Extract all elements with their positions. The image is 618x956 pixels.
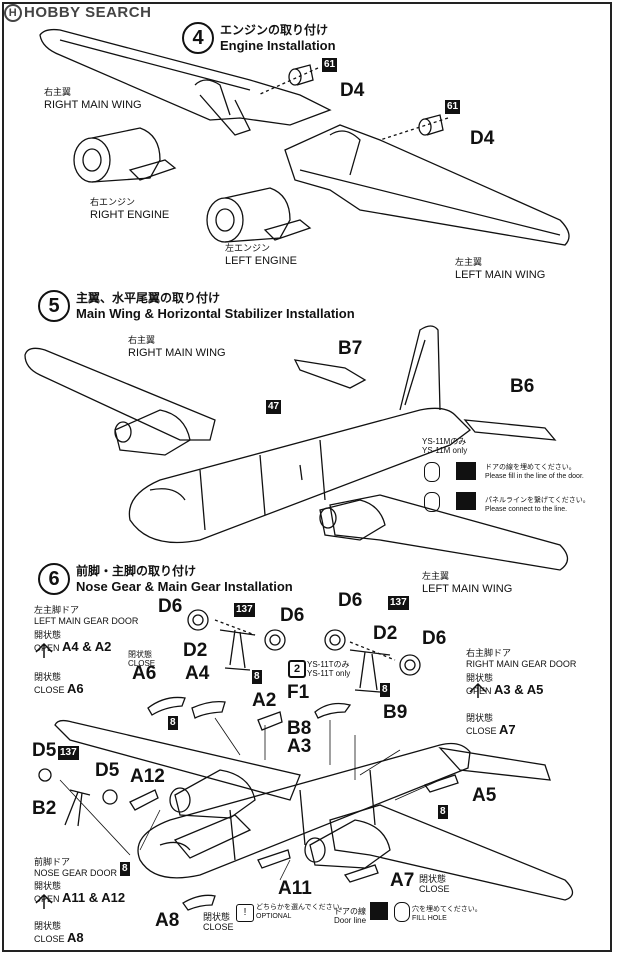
badge-137-left: 137 [234, 603, 255, 617]
badge-8-nose: 8 [120, 862, 130, 876]
step-title-en: Nose Gear & Main Gear Installation [76, 579, 293, 594]
step4-d4-part-lower [379, 114, 449, 141]
badge-8-a5: 8 [438, 805, 448, 819]
part-b8: B8 [287, 718, 312, 739]
step4-d4-part-upper [257, 64, 319, 96]
option-2-icon: 2 [288, 660, 306, 678]
part-b2: B2 [32, 798, 57, 819]
panel-line-icon [424, 492, 440, 512]
step6-engines [169, 769, 391, 869]
step4-right-wing [39, 28, 332, 136]
door-line-icon [370, 902, 388, 920]
panel-line-sample-icon [456, 492, 476, 510]
step4-part-d4-upper: D4 [340, 80, 365, 101]
step5-door-note: ドアの線を埋めてください。Please fill in the line of … [485, 464, 584, 480]
step5-part-b7: B7 [338, 338, 363, 359]
step5-fuselage [128, 407, 471, 544]
fill-hole-note: 穴を埋めてください。FILL HOLE [412, 906, 482, 922]
badge-137-nose: 137 [58, 746, 79, 760]
part-d2-left: D2 [183, 640, 208, 661]
step6-wings [54, 719, 574, 901]
part-d6-right: D6 [338, 590, 363, 611]
part-a4: A4 [185, 663, 210, 684]
door-fill-sample-icon [456, 462, 476, 480]
step-number: 5 [38, 290, 70, 322]
step6-fuselage [137, 742, 471, 879]
step5-right-wing [24, 347, 216, 456]
badge-137-right: 137 [388, 596, 409, 610]
arrow-icons [35, 642, 487, 909]
part-a11: A11 [278, 878, 312, 899]
part-b9: B9 [383, 702, 408, 723]
step6-leader-lines [59, 717, 441, 881]
step-title-jp: 前脚・主脚の取り付け [76, 564, 197, 578]
step6-gear-struts [64, 619, 396, 827]
step5-panel-note: パネルラインを繋げてください。Please connect to the lin… [485, 497, 590, 513]
step5-badge-47: 47 [266, 400, 282, 414]
step4-badge-61-upper: 61 [322, 58, 338, 72]
step-title-en: Main Wing & Horizontal Stabilizer Instal… [76, 306, 355, 321]
step-number: 4 [182, 22, 214, 54]
part-a6: A6 [132, 663, 157, 684]
step4-left-wing [284, 124, 570, 246]
step-title-jp: 主翼、水平尾翼の取り付け [76, 291, 221, 305]
badge-8-right-gear: 8 [380, 683, 390, 697]
part-a2: A2 [252, 690, 277, 711]
part-d6-left: D6 [158, 596, 183, 617]
part-a7: A7 [390, 870, 415, 891]
fill-hole-icon [394, 902, 410, 922]
logo-icon: H [4, 4, 22, 23]
step5-stabilizers [293, 359, 557, 441]
part-a12: A12 [130, 766, 165, 787]
part-d5-2: D5 [95, 760, 120, 781]
step4-left-engine [206, 187, 312, 243]
step-title-en: Engine Installation [220, 38, 336, 53]
step5-tail [399, 325, 441, 411]
step6-doors [129, 696, 459, 911]
step4-badge-61-lower: 61 [445, 100, 461, 114]
optional-note: どちらかを選んでください。OPTIONAL [256, 904, 347, 920]
door-fill-icon [424, 462, 440, 482]
step5-part-b6: B6 [510, 376, 535, 397]
part-a5: A5 [472, 785, 497, 806]
part-d6-left-2: D6 [280, 605, 305, 626]
badge-8-left-gear: 8 [252, 670, 262, 684]
step5-left-wing [319, 494, 569, 571]
part-d2-right: D2 [373, 623, 398, 644]
part-d6-right-2: D6 [422, 628, 447, 649]
part-a8: A8 [155, 910, 180, 931]
optional-icon: ! [236, 904, 254, 922]
part-a3: A3 [287, 736, 312, 757]
step6-wheels [38, 609, 421, 805]
step6-tail [438, 747, 551, 781]
part-f1: F1 [287, 682, 310, 703]
step4-part-d4-lower: D4 [470, 128, 495, 149]
step4-right-engine [73, 127, 177, 183]
step-title-jp: エンジンの取り付け [220, 23, 329, 37]
part-d5: D5 [32, 740, 57, 761]
step-number: 6 [38, 563, 70, 595]
badge-8-a4: 8 [168, 716, 178, 730]
